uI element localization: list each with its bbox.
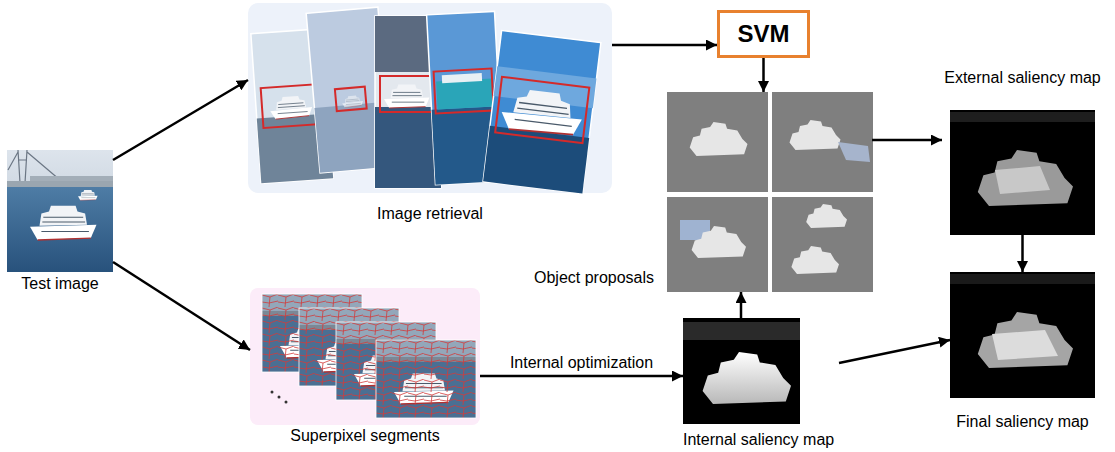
art-shape — [7, 150, 113, 272]
art-shape — [30, 206, 97, 240]
art-shape — [442, 73, 482, 83]
art-shape — [7, 187, 113, 272]
test-photo — [7, 150, 113, 272]
art-shape — [978, 312, 1073, 368]
art-shape — [384, 85, 430, 108]
art-shape — [772, 197, 873, 292]
art-shape — [995, 166, 1050, 194]
superpixel-node: Superpixel segments — [250, 288, 480, 446]
art-shape — [248, 3, 612, 193]
external-map — [950, 110, 1095, 235]
art-shape — [434, 69, 494, 114]
caption-group: Object proposals — [534, 268, 654, 292]
caption-text: Object proposals — [534, 268, 654, 288]
art-shape — [78, 190, 98, 200]
art-shape — [269, 95, 312, 119]
caption-group: External saliency map — [944, 68, 1101, 88]
flow-arrow — [1021, 235, 1024, 272]
art-shape — [285, 401, 288, 404]
art-shape — [683, 318, 800, 424]
art-shape — [483, 126, 589, 194]
flow-arrow — [839, 340, 950, 363]
art-shape — [667, 92, 768, 192]
art-shape — [683, 322, 800, 340]
caption-text: Test image — [21, 274, 98, 294]
art-shape — [500, 87, 585, 138]
flow-arrow — [612, 44, 717, 47]
picture-area — [7, 150, 113, 274]
art-shape — [950, 112, 1095, 122]
picture-area — [683, 318, 839, 430]
picture-area — [666, 92, 872, 292]
internal-map — [683, 318, 800, 424]
art-shape — [791, 246, 839, 274]
art-shape — [690, 122, 748, 156]
caption-group: Test image — [21, 274, 98, 294]
connector-group — [113, 45, 1023, 376]
flow-arrow — [740, 292, 743, 318]
final-map — [950, 272, 1095, 398]
flow-arrow — [872, 139, 942, 142]
art-shape — [278, 396, 281, 399]
image-node: Test image — [7, 150, 113, 294]
art-shape — [703, 352, 791, 404]
art-shape — [335, 87, 367, 112]
caption-group: Image retrieval — [377, 204, 483, 224]
art-shape — [250, 288, 480, 425]
box-label: SVM — [737, 20, 789, 48]
art-shape — [950, 272, 1095, 398]
retrieval-panel — [248, 3, 612, 194]
picture-area — [942, 88, 1103, 235]
caption-group: Internal saliency map — [683, 430, 834, 450]
image-node: External saliency map — [942, 68, 1103, 235]
art-shape — [692, 226, 746, 258]
art-shape — [950, 274, 1095, 284]
art-shape — [790, 120, 841, 150]
retrieval-node: Image retrieval — [248, 3, 612, 224]
art-shape — [342, 95, 364, 108]
proposals-node: Object proposals — [534, 92, 872, 292]
art-shape — [261, 84, 320, 128]
flow-arrow — [113, 80, 248, 160]
caption-text: Superpixel segments — [290, 426, 439, 446]
art-shape — [806, 204, 847, 228]
proposal-grid — [667, 92, 873, 292]
art-shape — [950, 110, 1095, 235]
flow-arrow — [113, 262, 250, 350]
caption-text: Image retrieval — [377, 204, 483, 224]
art-shape — [495, 77, 589, 143]
edge-label: Internal optimization — [508, 353, 655, 373]
art-shape — [271, 391, 274, 394]
flow-arrow — [762, 58, 765, 92]
picture-area — [950, 272, 1095, 412]
retrieved-image — [483, 30, 601, 193]
art-shape — [380, 76, 436, 112]
caption-text: Internal saliency map — [683, 430, 834, 450]
art-shape — [978, 150, 1073, 206]
picture-area — [248, 3, 612, 204]
art-shape — [483, 30, 601, 193]
superpixel-panel — [250, 288, 480, 425]
art-shape — [667, 197, 768, 292]
caption-group: Final saliency map — [956, 412, 1089, 432]
art-shape — [375, 107, 441, 188]
picture-area — [250, 288, 480, 426]
flow-arrow — [480, 375, 683, 378]
art-shape — [376, 340, 476, 418]
image-node: Final saliency map — [950, 272, 1095, 432]
caption-group: Superpixel segments — [290, 426, 439, 446]
edge-label-holder: Internal optimization — [508, 353, 655, 373]
image-node: Internal saliency map — [683, 318, 839, 450]
art-shape — [838, 142, 870, 162]
art-shape — [436, 79, 493, 110]
caption-text: External saliency map — [944, 68, 1101, 88]
art-shape — [772, 92, 873, 192]
caption-text: Final saliency map — [956, 412, 1089, 432]
art-shape — [992, 330, 1058, 360]
svm-box: SVM — [717, 10, 810, 58]
